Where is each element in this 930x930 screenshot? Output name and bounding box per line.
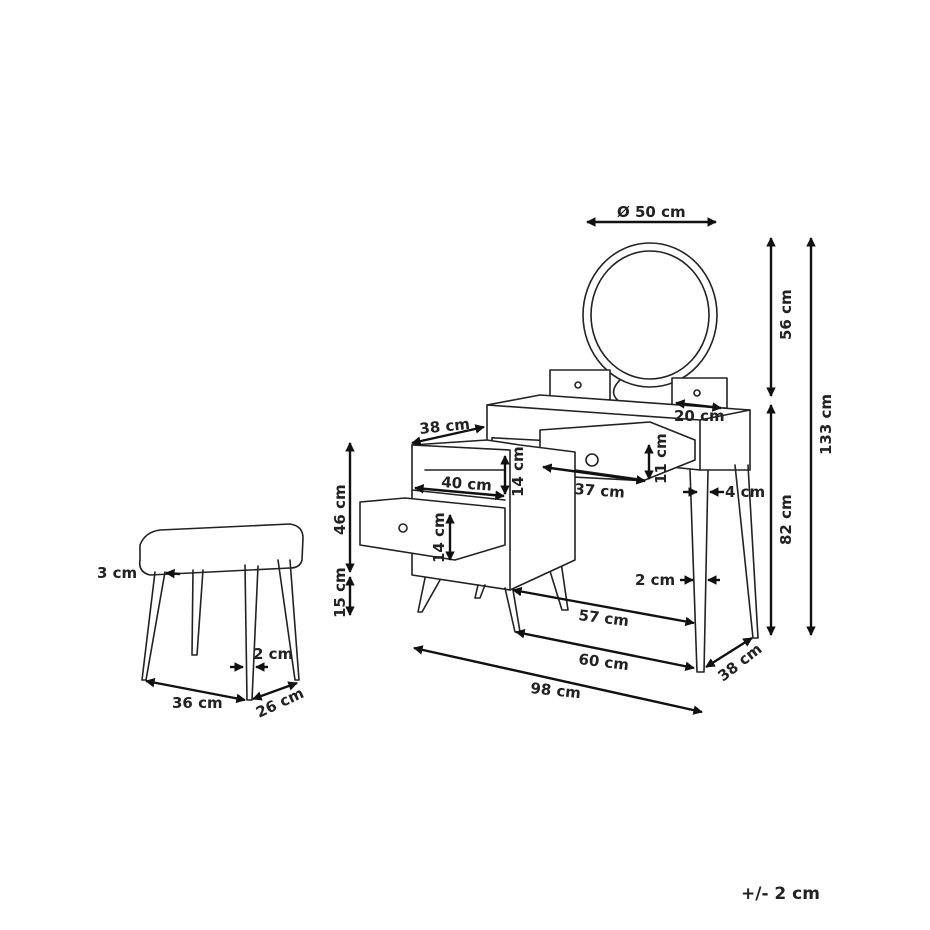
label-cabinet-leg-height: 15 cm — [331, 567, 349, 618]
label-leg-width-top: 4 cm — [725, 483, 765, 501]
label-top-drawer-height: 11 cm — [652, 433, 670, 484]
label-stool-leg-bottom: 2 cm — [253, 645, 293, 663]
side-cabinet — [359, 439, 576, 633]
label-cabinet-drawer-height: 14 cm — [430, 512, 448, 563]
label-total-height: 133 cm — [817, 394, 835, 455]
label-total-width: 98 cm — [530, 679, 582, 702]
mirror — [582, 242, 718, 406]
label-cabinet-height: 46 cm — [331, 484, 349, 535]
label-mirror-height: 56 cm — [777, 289, 795, 340]
stool — [138, 523, 304, 701]
label-stool-leg-top: 3 cm — [97, 564, 137, 582]
small-drawer-left — [549, 369, 611, 401]
label-shelf-height: 14 cm — [509, 446, 527, 497]
label-table-height: 82 cm — [777, 494, 795, 545]
label-leg-width-bottom: 2 cm — [635, 571, 675, 589]
label-mirror-diameter: Ø 50 cm — [617, 203, 686, 221]
label-shelf-width: 40 cm — [441, 473, 493, 494]
label-small-drawer-width: 20 cm — [674, 407, 725, 425]
label-cabinet-depth: 38 cm — [419, 415, 471, 438]
dimension-lines — [145, 217, 816, 715]
label-top-drawer-width: 37 cm — [574, 480, 626, 501]
tolerance-note: +/- 2 cm — [741, 884, 820, 904]
label-stool-width: 36 cm — [172, 694, 223, 712]
